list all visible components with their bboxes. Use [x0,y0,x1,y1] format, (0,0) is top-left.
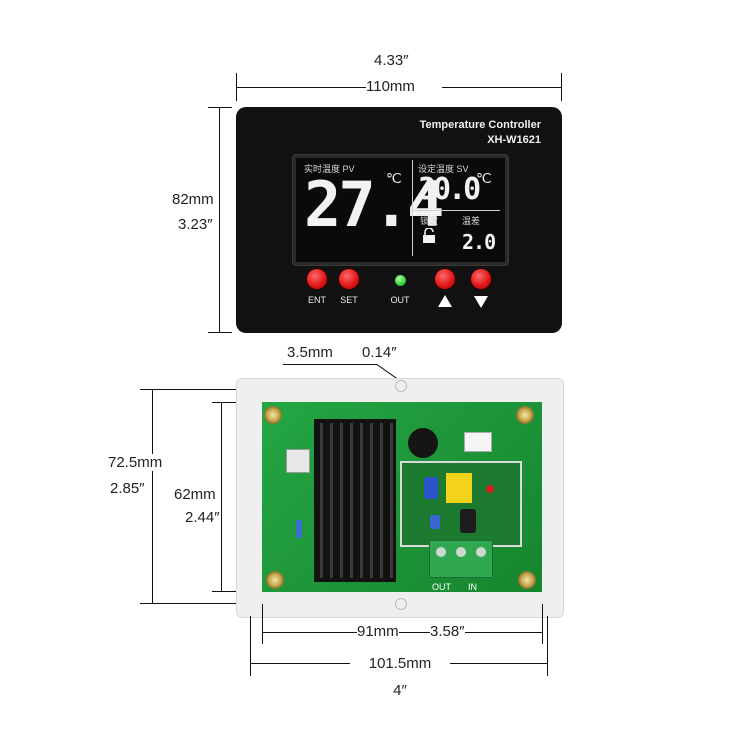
front-width-line-right [442,87,562,88]
lock-icon [422,227,436,249]
plate-hole-top [395,380,407,392]
panel-title: Temperature Controller [419,119,541,131]
front-width-tick-left [236,73,237,101]
up-button[interactable] [435,269,455,289]
plate-thickness-leader [283,364,377,365]
outer-height-tick-bottom [140,603,240,604]
front-height-inches: 3.23″ [178,216,213,233]
front-height-line [219,107,220,333]
outer-height-tick-top [140,389,240,390]
screw-bottom-left [266,571,284,589]
connector-header [464,432,492,452]
buzzer [408,428,438,458]
inner-width-line [262,632,542,633]
plate-thickness-mm: 3.5mm [287,344,333,361]
screw-top-left [264,406,282,424]
terminal-in-label: IN [468,582,477,592]
outer-height-inches: 2.85″ [110,480,145,497]
plate-hole-bottom [395,598,407,610]
front-height-mm: 82mm [172,191,214,208]
inner-width-mm: 91mm [357,623,399,640]
front-height-tick-top [208,107,232,108]
diff-label: 温差 [462,216,481,226]
optocoupler-chip [286,449,310,473]
set-button[interactable] [339,269,359,289]
terminal-out-label: OUT [432,582,451,592]
module-capacitor-3 [430,515,440,529]
inner-height-mm: 62mm [174,486,216,503]
pv-label: 实时温度 PV [304,164,355,174]
inner-width-inches: 3.58″ [430,623,465,640]
plate-thickness-inches: 0.14″ [362,344,397,361]
inner-width-tick-left [262,604,263,644]
module-led [486,485,494,493]
front-height-tick-bottom [208,332,232,333]
lcd-divider-vertical [412,160,413,256]
blue-capacitor [296,520,302,538]
front-width-inches: 4.33″ [374,52,409,69]
panel-model: XH-W1621 [487,134,541,146]
sv-unit: ℃ [476,170,492,186]
outer-width-inches: 4″ [393,682,407,699]
screw-bottom-right [518,571,536,589]
heatsink [314,419,396,582]
down-button[interactable] [471,269,491,289]
sv-value: 30.0 [418,172,481,207]
inner-height-inches: 2.44″ [185,509,220,526]
inner-width-tick-right [542,604,543,644]
lcd-display: 实时温度 PV 27.4 ℃ 设定温度 SV 30.0 ℃ 锁定 温差 2.0 [293,155,508,265]
front-width-line-left [236,87,366,88]
ent-button[interactable] [307,269,327,289]
set-button-label: SET [340,295,358,305]
transformer [446,473,472,503]
front-width-tick-right [561,73,562,101]
front-width-mm: 110mm [366,78,415,95]
front-panel: Temperature Controller XH-W1621 实时温度 PV … [236,107,562,333]
sv-label: 设定温度 SV [418,164,469,174]
screw-top-right [516,406,534,424]
up-arrow-icon [438,294,452,312]
lock-label: 锁定 [420,216,439,226]
terminal-block [429,540,493,578]
out-indicator-led [395,275,406,286]
ent-button-label: ENT [308,295,326,305]
module-capacitor-1 [424,477,438,499]
inner-height-line [221,402,222,592]
outer-height-mm: 72.5mm [108,454,163,471]
outer-height-line [152,389,153,603]
diff-value: 2.0 [462,230,496,254]
out-led-label: OUT [390,295,410,305]
pv-value: 27.4 [304,168,444,241]
power-module [400,461,522,547]
pv-unit: ℃ [386,170,402,186]
module-capacitor-2 [460,509,476,533]
outer-width-tick-left [250,616,251,676]
outer-width-mm: 101.5mm [350,655,450,672]
outer-width-tick-right [547,616,548,676]
plate-thickness-leader-diag [376,364,397,379]
down-arrow-icon [474,295,488,313]
lcd-divider-horizontal [414,210,500,211]
